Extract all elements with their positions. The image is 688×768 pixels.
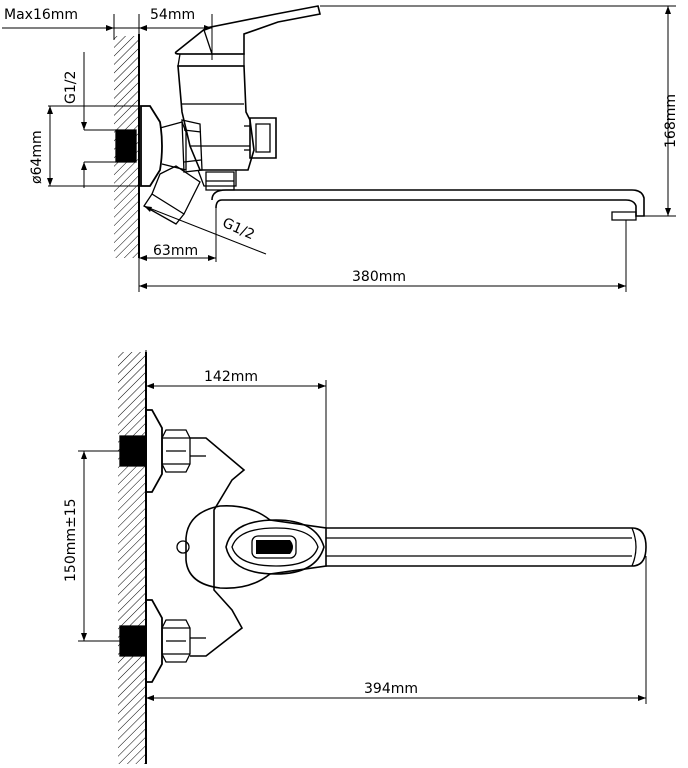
label-54mm: 54mm bbox=[150, 7, 196, 23]
lower-connector bbox=[152, 166, 200, 214]
spout-plan bbox=[326, 528, 646, 566]
lever-plan bbox=[226, 520, 324, 574]
cartridge-cap bbox=[178, 54, 244, 66]
label-142mm: 142mm bbox=[204, 369, 258, 385]
wall-hatch-bottom bbox=[118, 352, 146, 764]
flange bbox=[141, 106, 162, 186]
label-394mm: 394mm bbox=[364, 681, 418, 697]
label-diameter-64: ø64mm bbox=[29, 130, 45, 184]
aerator bbox=[612, 212, 636, 220]
wall-pipe bbox=[116, 130, 136, 162]
label-150mm: 150mm±15 bbox=[63, 498, 79, 582]
mixer-body bbox=[178, 66, 254, 170]
label-168mm: 168mm bbox=[663, 94, 679, 148]
label-max-wall: Max16mm bbox=[4, 7, 79, 23]
flange-lower bbox=[146, 600, 162, 682]
plan-view bbox=[78, 350, 646, 764]
side-view bbox=[2, 6, 676, 292]
flange-upper bbox=[146, 410, 162, 492]
diverter-knob bbox=[250, 118, 276, 158]
wall-pipe-upper bbox=[120, 436, 146, 466]
label-g12-top: G1/2 bbox=[63, 70, 79, 104]
spout bbox=[212, 190, 644, 216]
lever-handle bbox=[176, 6, 321, 54]
label-380mm: 380mm bbox=[352, 269, 406, 285]
wall-pipe-lower bbox=[120, 626, 146, 656]
mixer-body-plan bbox=[190, 438, 244, 656]
lever-slot bbox=[252, 536, 296, 558]
label-63mm: 63mm bbox=[153, 243, 199, 259]
